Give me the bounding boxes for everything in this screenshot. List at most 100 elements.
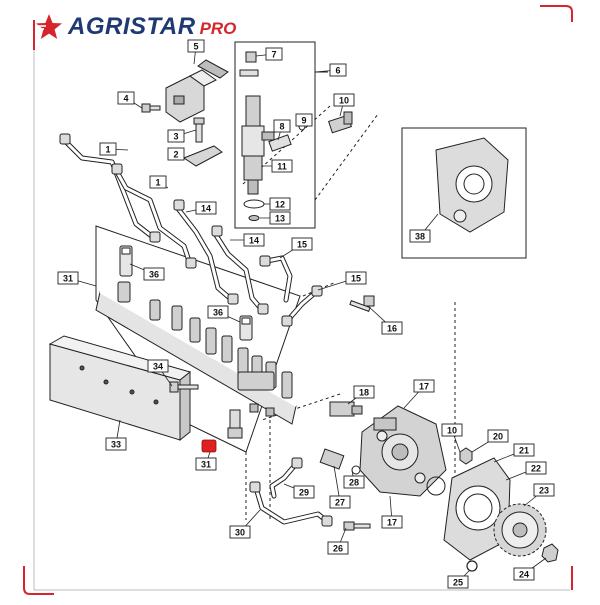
callout-box — [273, 119, 291, 133]
callout-label: 34 — [153, 362, 163, 372]
clamp-2 — [182, 145, 223, 167]
bolt-34 — [169, 381, 199, 393]
callout-box — [117, 91, 135, 105]
gear-cover-21 — [443, 457, 511, 561]
callout-label: 3 — [173, 132, 178, 142]
callout-9: 9 — [295, 113, 313, 127]
fuel-line-14a — [173, 203, 235, 303]
callout-label: 38 — [415, 232, 425, 242]
callout-10: 10 — [333, 93, 355, 117]
bolt-3 — [193, 117, 205, 143]
callout-1: 1 — [149, 175, 169, 189]
fuel-line-1b — [113, 167, 193, 267]
callout-label: 1 — [155, 178, 160, 188]
injector-assembly — [239, 51, 306, 221]
callout-box — [447, 575, 469, 589]
callout-label: 16 — [387, 324, 397, 334]
page-frame — [23, 5, 573, 595]
star-icon — [36, 14, 62, 39]
callout-20: 20 — [471, 429, 509, 453]
callout-label: 11 — [277, 162, 287, 172]
callout-box — [229, 525, 251, 539]
callout-label: 26 — [333, 544, 343, 554]
callout-box — [195, 201, 217, 215]
high-pressure-pump — [359, 405, 447, 497]
callout-17: 17 — [403, 379, 435, 409]
fuel-line-29 — [269, 461, 299, 499]
sensor-10 — [328, 111, 353, 134]
callout-box — [147, 359, 169, 373]
callout-label: 23 — [539, 486, 549, 496]
brand-logo: AGRISTAR PRO — [34, 10, 236, 44]
callout-3: 3 — [167, 129, 197, 143]
brand-suffix: PRO — [199, 19, 237, 38]
fuel-line-15b — [285, 289, 319, 323]
rail-group-frame — [95, 225, 301, 453]
callout-1: 1 — [99, 142, 129, 156]
callout-5: 5 — [187, 39, 205, 65]
callout-30: 30 — [229, 509, 261, 539]
callout-34: 34 — [147, 359, 173, 387]
callout-box — [513, 567, 535, 581]
callout-label: 7 — [271, 50, 276, 60]
callout-label: 8 — [279, 122, 284, 132]
callout-box — [295, 113, 313, 127]
connector-5 — [165, 59, 229, 123]
callout-2: 2 — [167, 147, 185, 161]
callout-label: 36 — [149, 270, 159, 280]
nut-24 — [541, 543, 559, 563]
fittings — [59, 133, 333, 527]
callout-label: 28 — [349, 478, 359, 488]
callout-10: 10 — [441, 423, 463, 453]
callout-label: 18 — [359, 388, 369, 398]
callout-label: 6 — [335, 66, 340, 76]
callout-label: 13 — [275, 214, 285, 224]
callout-box — [149, 175, 167, 189]
callout-36: 36 — [207, 305, 241, 323]
callout-box — [353, 385, 375, 399]
callout-label: 15 — [297, 240, 307, 250]
callout-26: 26 — [327, 527, 349, 555]
callout-label: 21 — [519, 446, 529, 456]
callout-label: 14 — [249, 236, 259, 246]
callout-4: 4 — [117, 91, 143, 109]
callout-29: 29 — [283, 483, 315, 499]
part-2-highlight — [201, 439, 217, 453]
callout-15: 15 — [317, 271, 367, 291]
fuel-line-1a — [61, 137, 157, 241]
callout-21: 21 — [493, 443, 535, 463]
callout-label: 31 — [201, 460, 211, 470]
callout-box — [99, 142, 117, 156]
pump-flange-38 — [435, 137, 509, 233]
callout-38: 38 — [409, 213, 439, 243]
callout-box — [441, 423, 463, 437]
fuel-line-14b — [211, 229, 265, 313]
fuel-line-15a — [259, 255, 293, 303]
callout-box — [143, 267, 165, 281]
callout-label: 22 — [531, 464, 541, 474]
callout-label: 12 — [275, 200, 285, 210]
callout-label: 2 — [173, 150, 178, 160]
common-rail — [95, 281, 297, 425]
callout-box — [265, 47, 283, 61]
callout-label: 4 — [123, 94, 128, 104]
callout-label: 20 — [493, 432, 503, 442]
nut-20 — [459, 447, 473, 465]
callout-box — [293, 485, 315, 499]
callout-18: 18 — [347, 385, 375, 405]
callout-31: 31 — [195, 451, 217, 471]
callout-15: 15 — [279, 237, 313, 259]
sleeve-36 — [119, 245, 253, 341]
callout-13: 13 — [260, 211, 291, 225]
callout-label: 30 — [235, 528, 245, 538]
callout-label: 31 — [63, 274, 73, 284]
callout-28: 28 — [343, 469, 365, 489]
callout-27: 27 — [329, 465, 351, 509]
callout-16: 16 — [367, 305, 403, 335]
pump-valve-18 — [329, 401, 363, 417]
callout-box — [513, 443, 535, 457]
callout-box — [333, 93, 355, 107]
